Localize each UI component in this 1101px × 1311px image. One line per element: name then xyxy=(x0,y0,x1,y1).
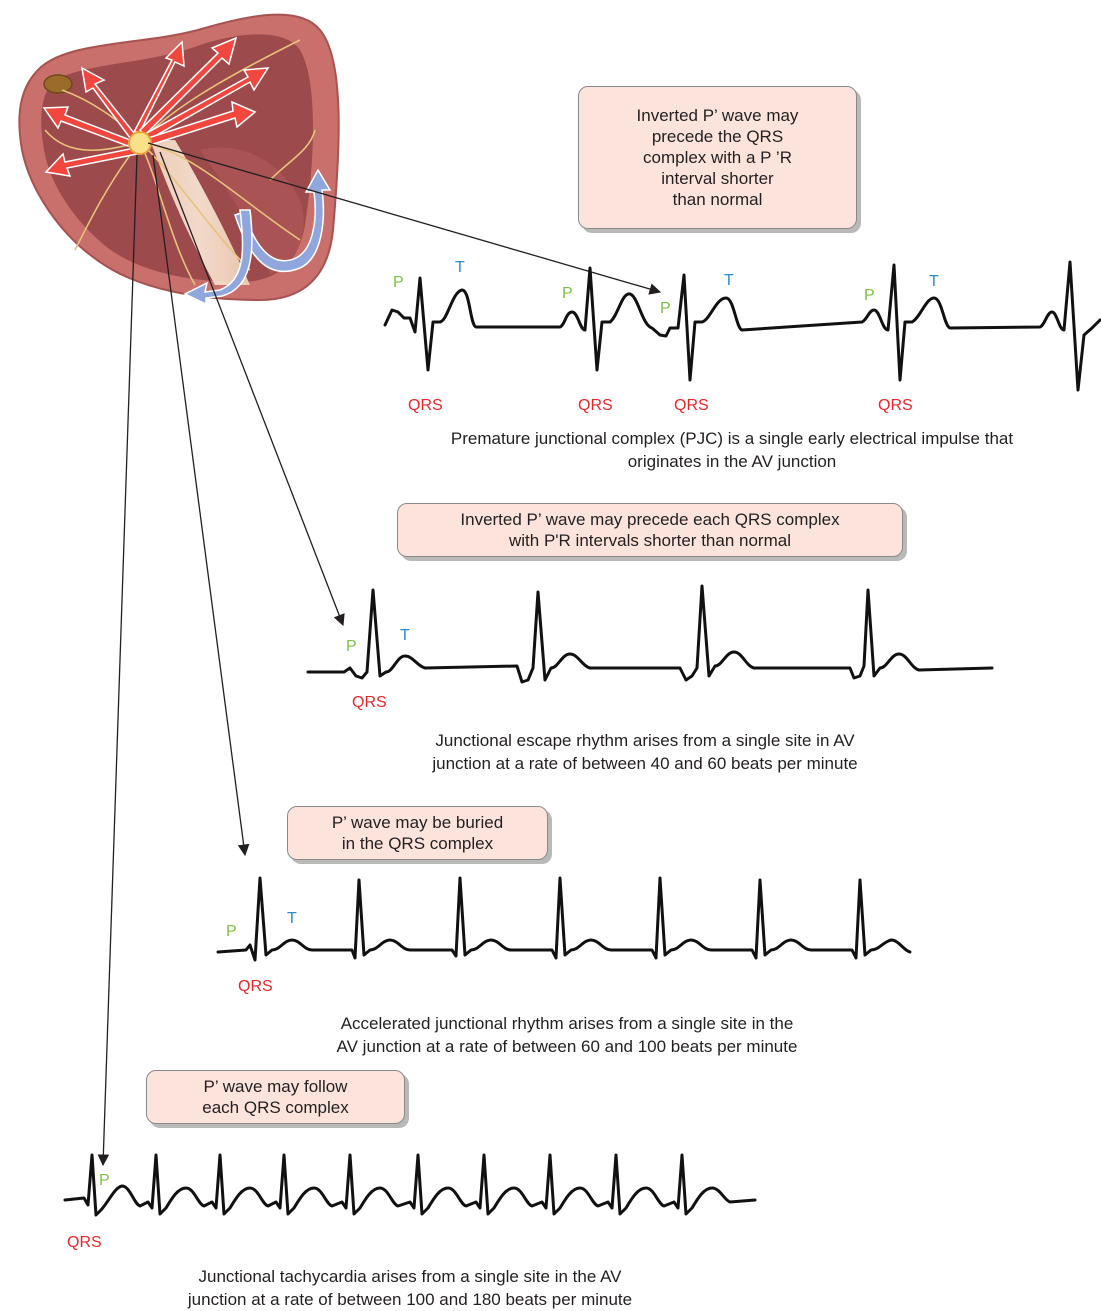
label-qrs-accelerated: QRS xyxy=(238,978,273,996)
label-qrs-pjc-1: QRS xyxy=(408,397,443,415)
ecg-strip-accelerated xyxy=(218,878,910,960)
label-p-tachycardia: P xyxy=(99,1172,110,1190)
label-qrs-tachycardia: QRS xyxy=(67,1234,102,1252)
label-p-pjc-3: P xyxy=(660,300,671,318)
callout-tachycardia: P’ wave may follow each QRS complex xyxy=(146,1070,405,1124)
label-qrs-pjc-3: QRS xyxy=(674,397,709,415)
ecg-strip-escape xyxy=(308,586,992,682)
label-t-pjc-2: T xyxy=(724,272,734,290)
av-node xyxy=(129,132,151,154)
label-qrs-pjc-4: QRS xyxy=(878,397,913,415)
label-qrs-pjc-2: QRS xyxy=(578,397,613,415)
label-qrs-escape: QRS xyxy=(352,694,387,712)
ecg-strip-tachycardia xyxy=(65,1155,755,1215)
label-p-pjc-2: P xyxy=(562,285,573,303)
label-t-pjc-3: T xyxy=(929,273,939,291)
label-p-escape: P xyxy=(346,638,357,656)
label-t-escape: T xyxy=(400,627,410,645)
caption-accelerated: Accelerated junctional rhythm arises fro… xyxy=(257,1012,877,1058)
callout-pjc: Inverted P’ wave may precede the QRS com… xyxy=(578,86,857,229)
caption-escape: Junctional escape rhythm arises from a s… xyxy=(345,729,945,775)
label-p-pjc-1: P xyxy=(393,274,404,292)
label-p-accelerated: P xyxy=(226,923,237,941)
caption-pjc: Premature junctional complex (PJC) is a … xyxy=(372,427,1092,473)
callout-escape: Inverted P’ wave may precede each QRS co… xyxy=(397,503,903,557)
ecg-strip-pjc xyxy=(385,262,1100,390)
leader-arrow-tachycardia xyxy=(103,155,137,1165)
sa-node xyxy=(44,75,72,93)
label-t-pjc-1: T xyxy=(455,259,465,277)
heart-illustration xyxy=(19,15,338,304)
caption-tachycardia: Junctional tachycardia arises from a sin… xyxy=(100,1265,720,1311)
label-p-pjc-4: P xyxy=(864,287,875,305)
label-t-accelerated: T xyxy=(287,910,297,928)
callout-accelerated: P’ wave may be buried in the QRS complex xyxy=(287,806,548,860)
